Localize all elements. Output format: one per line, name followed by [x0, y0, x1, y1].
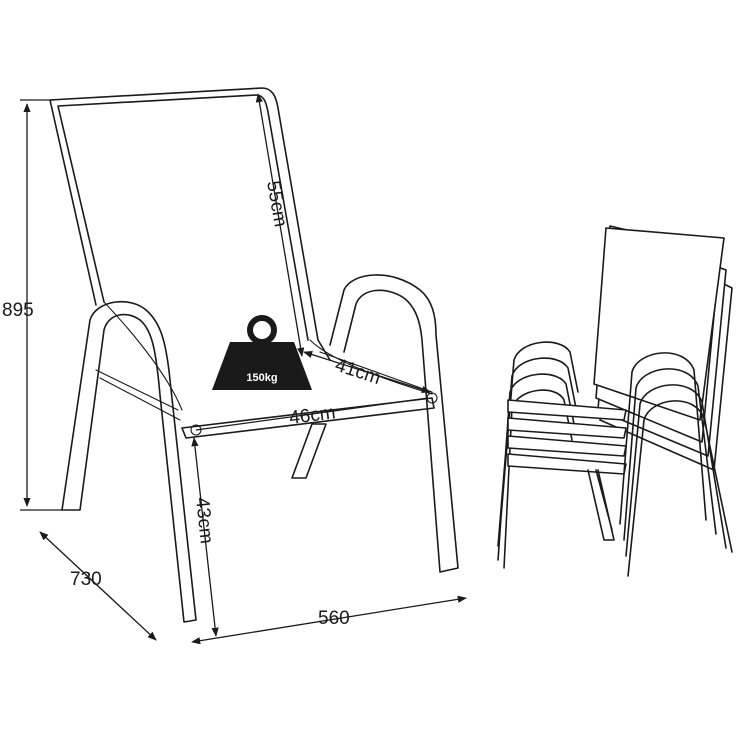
width-label: 560 [318, 608, 350, 629]
bolt-left [190, 424, 202, 436]
stack-seat-rail-4 [507, 453, 627, 475]
seat-width-label: 46cm [288, 402, 337, 429]
seat-height-label: 43cm [191, 496, 217, 544]
back-height-label: 55cm [262, 179, 291, 228]
depth-label: 730 [70, 569, 102, 590]
stack-seat-rail-3 [507, 435, 627, 457]
stack-seat-rail-2 [507, 417, 627, 439]
seat-front-rail [181, 397, 435, 439]
dim-seat-height: 43cm [191, 437, 219, 637]
stack-back-0 [593, 227, 725, 421]
dim-depth: 730 [39, 531, 157, 641]
stack-right-armrests [619, 352, 733, 577]
stacked-chairs [497, 225, 733, 577]
right-armrest [329, 274, 459, 573]
seat-depth-label: 41cm [332, 355, 383, 389]
weight-capacity-label: 150kg [246, 372, 277, 384]
height-label: 895 [2, 300, 34, 321]
stack-seat-rail-1 [507, 399, 627, 421]
rear-right-leg [291, 423, 327, 479]
stack-rear-legs [587, 469, 615, 541]
dim-seat-width: 46cm [195, 397, 429, 431]
stack-left-armrests [497, 341, 579, 569]
dim-height: 895 [2, 99, 62, 511]
left-armrest [61, 301, 197, 623]
dim-width: 560 [191, 595, 467, 645]
dim-seat-depth: 41cm [303, 351, 431, 393]
